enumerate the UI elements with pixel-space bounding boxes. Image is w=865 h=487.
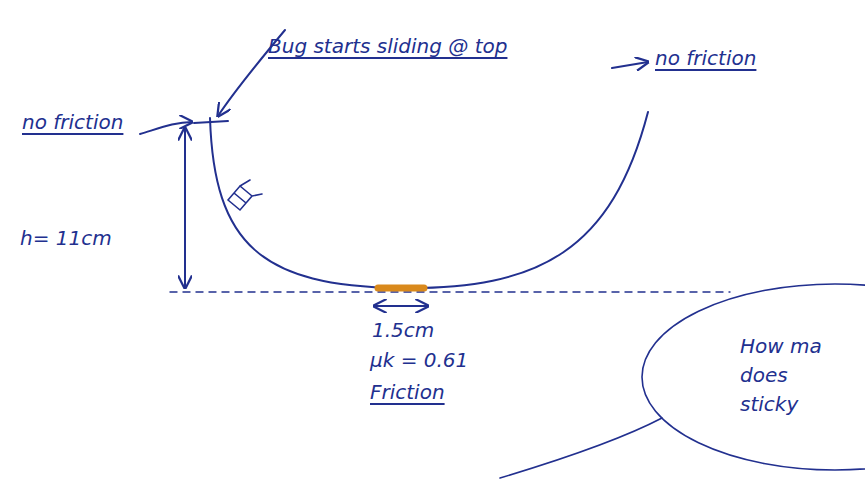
bubble-text: How ma does sticky (740, 332, 824, 419)
title-note: Bug starts sliding @ top (268, 34, 507, 58)
surface-note: no friction (22, 110, 123, 134)
speech-bubble: How ma does sticky (640, 282, 865, 472)
surface-note: no friction (655, 46, 756, 70)
coefficient-label: μk = 0.61 (370, 348, 468, 372)
dimension-label: h= 11cm (20, 226, 112, 250)
baseline (170, 291, 730, 292)
bubble-tail (500, 418, 662, 478)
friction-patch (378, 285, 424, 292)
region-label: Friction (370, 380, 445, 404)
dimension-line (184, 128, 186, 288)
dimension-label: 1.5cm (372, 318, 434, 342)
bowl-curve (210, 112, 648, 288)
